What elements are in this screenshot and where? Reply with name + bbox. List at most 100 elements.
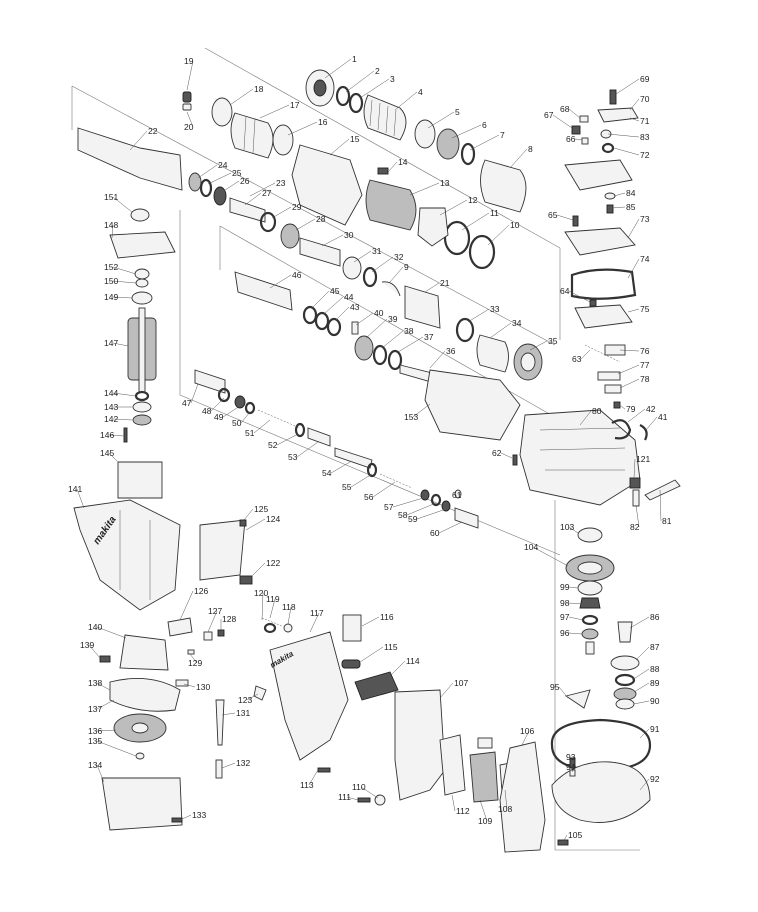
part-label-148: 148 xyxy=(104,220,118,230)
part-22-spindle xyxy=(77,127,183,191)
part-label-13: 13 xyxy=(440,178,450,188)
part-label-71: 71 xyxy=(640,116,650,126)
leader-line-18 xyxy=(229,88,254,106)
part-label-51: 51 xyxy=(245,428,255,438)
part-67-part xyxy=(571,125,581,135)
leader-line-24 xyxy=(197,164,218,179)
leader-line-53 xyxy=(296,441,319,458)
part-48-ring xyxy=(217,387,231,403)
part-label-72: 72 xyxy=(640,150,650,160)
part-label-151: 151 xyxy=(104,192,118,202)
part-94-spring xyxy=(569,769,576,777)
part-label-113: 113 xyxy=(300,780,314,790)
part-label-3: 3 xyxy=(390,74,395,84)
part-label-145: 145 xyxy=(100,448,114,458)
part-84-washer xyxy=(604,192,616,200)
leader-line-88 xyxy=(631,668,650,681)
leader-line-56 xyxy=(372,481,396,498)
part-label-49: 49 xyxy=(214,412,224,422)
part-72-ring xyxy=(601,142,615,154)
part-label-33: 33 xyxy=(490,304,500,314)
leader-line-87 xyxy=(635,646,650,661)
part-103-bearing xyxy=(577,527,603,543)
leader-line-103 xyxy=(568,526,579,534)
part-label-78: 78 xyxy=(640,374,650,384)
part-126-bracket xyxy=(167,617,193,637)
part-label-21: 21 xyxy=(440,278,450,288)
part-143-bearing xyxy=(132,401,152,413)
part-label-5: 5 xyxy=(455,107,460,117)
leader-line-79 xyxy=(617,403,626,410)
leader-line-95 xyxy=(558,686,569,699)
leader-line-49 xyxy=(222,405,241,418)
part-label-99: 99 xyxy=(560,582,570,592)
leader-line-142 xyxy=(112,418,133,421)
leader-line-115 xyxy=(359,646,384,663)
leader-line-50 xyxy=(240,411,251,424)
leader-line-57 xyxy=(392,497,424,508)
part-42-ring xyxy=(611,419,632,440)
leader-line-127 xyxy=(207,610,218,633)
leader-line-144 xyxy=(112,392,137,397)
part-label-7: 7 xyxy=(500,130,505,140)
leader-line-61 xyxy=(457,493,462,496)
leader-line-152 xyxy=(112,266,137,275)
leader-line-132 xyxy=(221,762,236,769)
leader-line-39 xyxy=(365,318,388,339)
part-110a-cap xyxy=(477,737,493,749)
part-31-collar xyxy=(342,256,362,280)
part-115-gasket xyxy=(341,659,361,669)
part-label-52: 52 xyxy=(268,440,278,450)
leader-line-68 xyxy=(568,108,581,119)
part-77-bracket xyxy=(597,371,621,381)
part-9-clip xyxy=(381,281,401,297)
part-46-cylinder xyxy=(234,271,293,311)
leader-line-2 xyxy=(345,70,375,93)
leader-line-130 xyxy=(183,683,196,688)
part-49-ring xyxy=(234,395,246,409)
leader-line-27 xyxy=(244,192,262,206)
leader-line-116 xyxy=(361,616,380,627)
part-93-screw xyxy=(569,757,576,769)
part-label-43: 43 xyxy=(350,302,360,312)
part-label-85: 85 xyxy=(626,202,636,212)
part-8-guide xyxy=(480,159,527,213)
part-151-bearing xyxy=(130,208,150,222)
leader-line-7 xyxy=(469,134,500,151)
part-15-housing xyxy=(291,144,363,226)
part-label-105: 105 xyxy=(568,830,582,840)
leader-line-120 xyxy=(261,592,264,621)
part-17-spring xyxy=(230,112,274,159)
part-96-shaft xyxy=(585,641,595,655)
part-145-stator xyxy=(117,461,163,499)
part-147-shaft xyxy=(138,307,146,393)
part-label-149: 149 xyxy=(104,292,118,302)
part-label-27: 27 xyxy=(262,188,272,198)
part-label-62: 62 xyxy=(492,448,502,458)
leader-line-19 xyxy=(186,60,194,91)
part-label-38: 38 xyxy=(404,326,414,336)
part-113-screw xyxy=(317,767,331,773)
leader-line-51 xyxy=(253,419,271,434)
leader-line-138 xyxy=(96,682,111,691)
part-82-pin xyxy=(632,489,640,507)
leader-line-69 xyxy=(615,78,640,95)
leader-line-140 xyxy=(96,626,127,639)
leader-line-41 xyxy=(645,416,658,431)
part-label-48: 48 xyxy=(202,406,212,416)
part-label-74: 74 xyxy=(640,254,650,264)
leader-line-4 xyxy=(394,91,418,111)
part-80-housing xyxy=(519,409,641,506)
leader-line-106 xyxy=(521,730,530,746)
part-label-14: 14 xyxy=(398,157,408,167)
leader-line-22 xyxy=(129,130,148,151)
part-label-68: 68 xyxy=(560,104,570,114)
part-label-35: 35 xyxy=(548,336,558,346)
leader-line-32 xyxy=(371,256,394,273)
part-label-46: 46 xyxy=(292,270,302,280)
part-13-cylinder xyxy=(365,179,417,231)
part-label-141: 141 xyxy=(68,484,82,494)
part-label-80: 80 xyxy=(592,406,602,416)
part-2-ring xyxy=(335,85,351,107)
